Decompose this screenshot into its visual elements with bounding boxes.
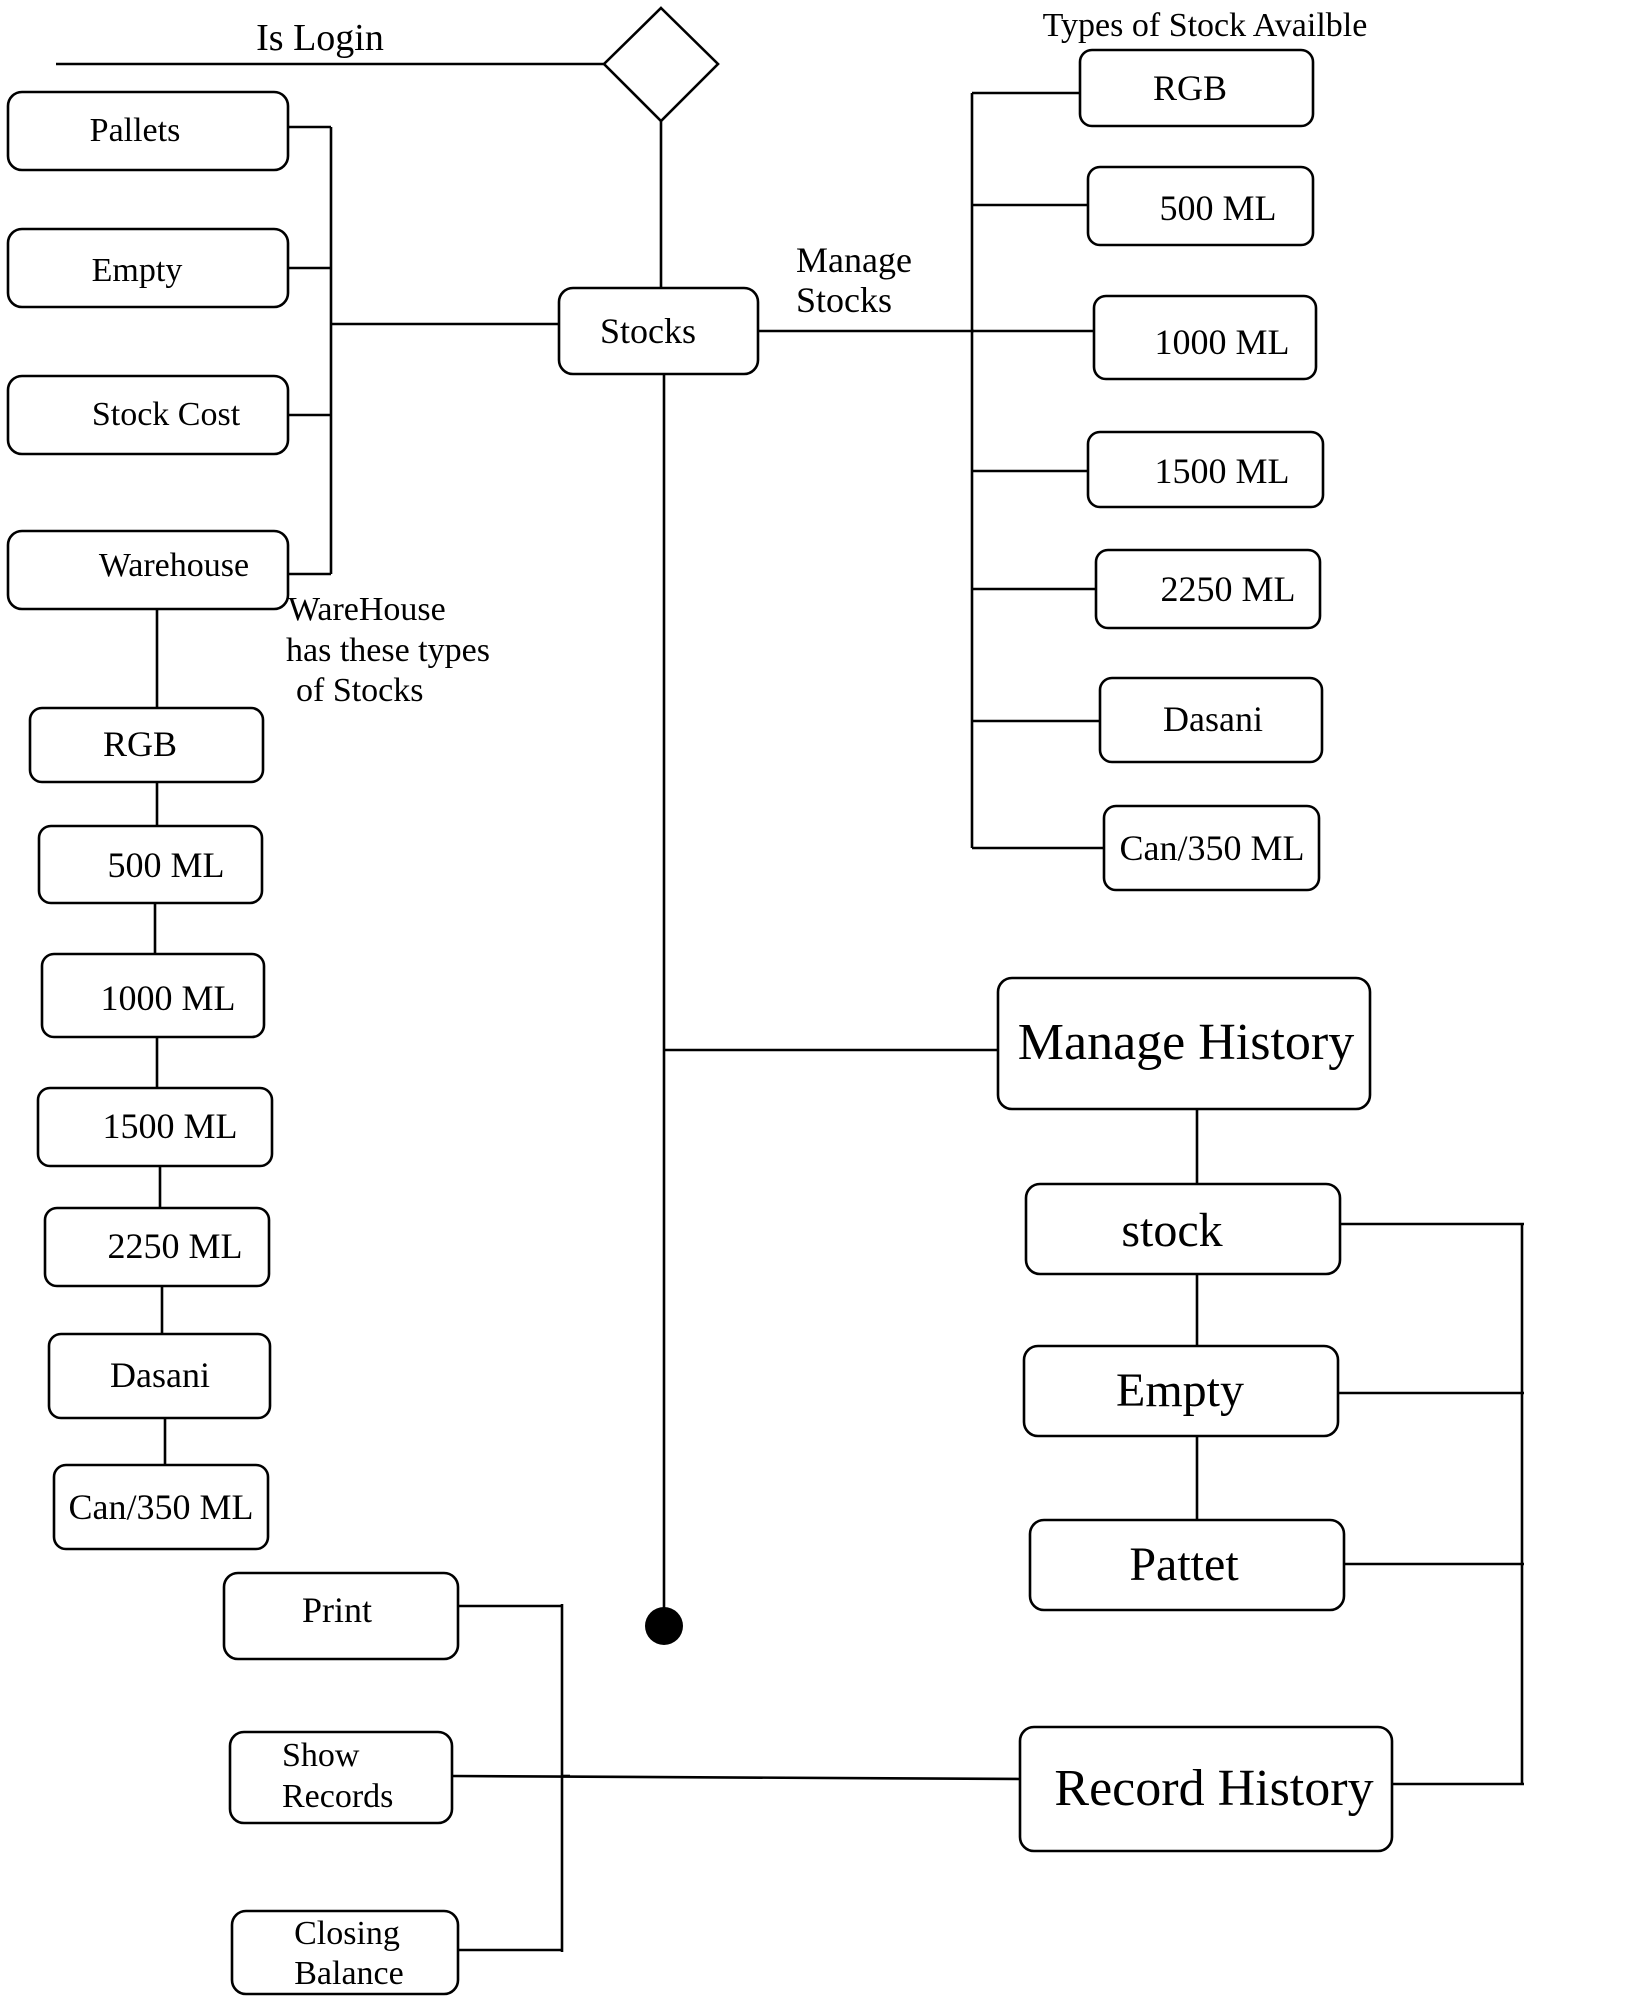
end-node [645,1607,683,1645]
warehouse-type-1500ml: 1500 ML [36,1086,274,1168]
available-type-label: 500 ML [1160,188,1277,228]
warehouse-type-rgb: RGB [28,706,265,784]
warehouse-type-label: RGB [103,724,177,764]
warehouse-note-line2: has these types [286,632,490,669]
warehouse-note-line3: of Stocks [296,672,424,709]
warehouse-type-label: Dasani [110,1355,210,1395]
menu-item-label: Stock Cost [92,396,241,433]
available-types-title: Types of Stock Availble [1043,7,1368,44]
action-closing-balance: Closing Balance [230,1909,460,1996]
warehouse-type-can-350ml: Can/350 ML [52,1463,270,1551]
menu-item-label: Empty [92,252,183,289]
action-print: Print [222,1571,460,1661]
menu-item-label: Warehouse [99,547,249,584]
available-type-can-350ml: Can/350 ML [1102,804,1321,892]
action-print-label: Print [302,1590,372,1630]
available-type-label: 1000 ML [1155,322,1290,362]
action-show-records-line1: Show [282,1737,360,1774]
warehouse-type-label: Can/350 ML [69,1487,254,1527]
available-type-label: 1500 ML [1155,451,1290,491]
is-login-label: Is Login [256,17,384,59]
connectors [56,62,1524,1952]
login-decision-diamond [602,6,720,123]
manage-stocks-label-line1: Manage [796,240,912,280]
history-item-pattet: Pattet [1028,1518,1346,1612]
warehouse-type-label: 1500 ML [103,1106,238,1146]
warehouse-type-500ml: 500 ML [37,824,264,905]
action-closing-balance-line1: Closing [294,1915,400,1952]
warehouse-type-2250ml: 2250 ML [43,1206,271,1288]
available-type-label: Dasani [1163,699,1263,739]
available-type-500ml: 500 ML [1086,165,1315,247]
manage-stocks-label-line2: Stocks [796,280,892,320]
warehouse-type-label: 500 ML [108,845,225,885]
action-show-records-line2: Records [282,1778,393,1815]
warehouse-type-label: 2250 ML [108,1226,243,1266]
available-type-label: Can/350 ML [1120,828,1305,868]
stocks-label: Stocks [600,311,696,351]
history-item-stock: stock [1024,1182,1342,1276]
history-item-empty: Empty [1022,1344,1340,1438]
available-type-dasani: Dasani [1098,676,1324,764]
stocks-node: Stocks [557,286,760,376]
available-type-1500ml: 1500 ML [1086,430,1325,509]
available-type-label: RGB [1153,68,1227,108]
menu-item-warehouse: Warehouse [6,529,290,611]
warehouse-type-1000ml: 1000 ML [40,952,266,1039]
record-history-node: Record History [1018,1725,1394,1853]
warehouse-type-dasani: Dasani [47,1332,272,1420]
warehouse-type-label: 1000 ML [101,978,236,1018]
history-item-label: Pattet [1129,1538,1239,1591]
history-item-label: stock [1121,1204,1222,1257]
available-type-label: 2250 ML [1161,569,1296,609]
manage-history-label: Manage History [1018,1014,1354,1071]
available-type-2250ml: 2250 ML [1094,548,1322,630]
warehouse-note-line1: WareHouse [288,591,446,628]
action-closing-balance-line2: Balance [294,1955,404,1992]
record-history-label: Record History [1054,1760,1373,1817]
warehouse-note: WareHouse has these types of Stocks [286,591,490,709]
manage-history-node: Manage History [996,976,1372,1111]
action-show-records: Show Records [228,1730,454,1825]
menu-item-empty: Empty [6,227,290,309]
history-item-label: Empty [1116,1364,1244,1417]
available-type-1000ml: 1000 ML [1092,294,1318,381]
available-type-rgb: RGB [1078,48,1315,128]
menu-item-stock-cost: Stock Cost [6,374,290,456]
menu-item-pallets: Pallets [6,90,290,172]
menu-item-label: Pallets [90,112,181,149]
